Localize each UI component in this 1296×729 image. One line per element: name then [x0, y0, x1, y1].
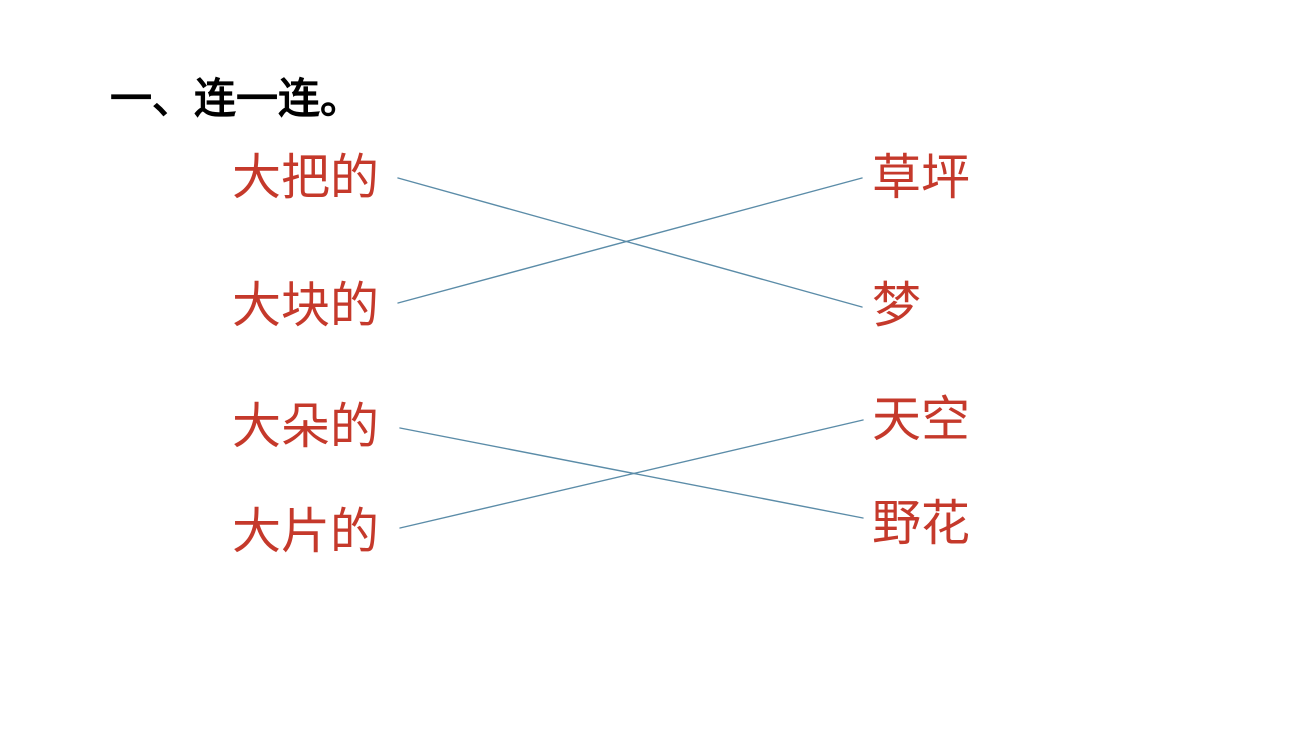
- left-word-1[interactable]: 大块的: [232, 279, 380, 333]
- left-word-3[interactable]: 大片的: [232, 505, 380, 559]
- connection-line-left-1-to-right-0: [397, 177, 863, 304]
- page-title: 一、连一连。: [110, 75, 363, 122]
- right-word-1[interactable]: 梦: [872, 279, 922, 333]
- connection-line-left-3-to-right-2: [399, 419, 864, 529]
- connection-line-left-2-to-right-3: [399, 427, 864, 519]
- right-word-2[interactable]: 天空: [872, 393, 971, 447]
- right-word-0[interactable]: 草坪: [872, 151, 971, 205]
- left-word-0[interactable]: 大把的: [232, 151, 380, 205]
- right-word-3[interactable]: 野花: [872, 497, 971, 551]
- connection-line-left-0-to-right-1: [397, 177, 863, 308]
- left-word-2[interactable]: 大朵的: [232, 400, 380, 454]
